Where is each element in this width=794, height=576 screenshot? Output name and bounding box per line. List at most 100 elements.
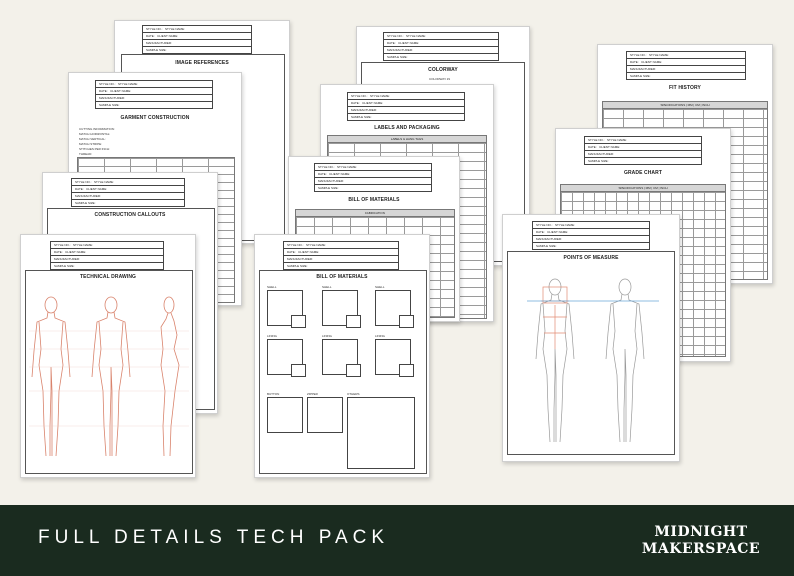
header-row: STYLE NO.: STYLE NAME: [348, 93, 464, 100]
info-line: MATCH HORIZONTAL: [79, 132, 111, 136]
page-title: GRADE CHART [623, 170, 663, 176]
header-row: MANUFACTURER: [585, 151, 701, 158]
header-row: MANUFACTURER: [533, 236, 649, 243]
swatch-box [322, 339, 358, 375]
brand-logo: MIDNIGHT MAKERSPACE [636, 524, 766, 558]
header-row: STYLE NO.: STYLE NAME: [533, 222, 649, 229]
logo-line-2: MAKERSPACE [641, 541, 761, 557]
info-line: CUTTING INFORMATION: [79, 127, 115, 131]
swatch-box [307, 397, 343, 433]
swatch-box [267, 397, 303, 433]
header-row: STYLE NO.: STYLE NAME: [315, 164, 431, 171]
header-row: SAMPLE SIZE: [318, 186, 339, 190]
header-row: DATE: CLIENT NAME: [143, 33, 251, 40]
header-row: DATE: CLIENT NAME: [348, 100, 464, 107]
page-header-table: STYLE NO.: STYLE NAME: DATE: CLIENT NAME… [283, 241, 399, 270]
header-row: SAMPLE SIZE: [536, 244, 557, 248]
swatch-label: BUTTON [267, 392, 280, 396]
page-header-table: STYLE NO.: STYLE NAME: DATE: CLIENT NAME… [314, 163, 432, 192]
swatch-box [375, 339, 411, 375]
page-title: POINTS OF MEASURE [563, 255, 619, 261]
header-row: STYLE NO.: STYLE NAME: [585, 137, 701, 144]
swatch-detail-box [399, 364, 414, 377]
header-row: MANUFACTURER: [143, 40, 251, 47]
header-row: DATE: CLIENT NAME: [284, 249, 398, 256]
header-row: SAMPLE SIZE: [387, 55, 408, 59]
header-row: DATE: CLIENT NAME: [585, 144, 701, 151]
swatches-frame [259, 270, 427, 474]
swatch-label: LINING [375, 334, 386, 338]
header-row: MANUFACTURER: [315, 178, 431, 185]
page-header-table: STYLE NO.: STYLE NAME: DATE: CLIENT NAME… [626, 51, 746, 80]
croquis-figures-icon [29, 296, 189, 457]
header-row: STYLE NO.: STYLE NAME: [627, 52, 745, 59]
page-header-table: STYLE NO.: STYLE NAME: DATE: CLIENT NAME… [71, 178, 185, 207]
swatch-label: LINING [322, 334, 333, 338]
banner-title: FULL DETAILS TECH PACK [38, 527, 390, 548]
header-row: MANUFACTURER: [284, 256, 398, 263]
info-line: THREAD: [79, 152, 93, 156]
header-row: MANUFACTURER: [384, 47, 498, 54]
swatch-detail-box [346, 364, 361, 377]
logo-line-1: MIDNIGHT [654, 524, 748, 540]
swatch-box [375, 290, 411, 326]
header-row: SAMPLE SIZE: [630, 74, 651, 78]
page-title: FIT HISTORY [669, 85, 701, 91]
page-title: GARMENT CONSTRUCTION [120, 115, 190, 121]
swatch-box [347, 397, 415, 469]
header-row: SAMPLE SIZE: [351, 115, 372, 119]
page-header-table: STYLE NO.: STYLE NAME: DATE: CLIENT NAME… [95, 80, 213, 109]
header-row: STYLE NO.: STYLE NAME: [96, 81, 212, 88]
header-row: DATE: CLIENT NAME: [72, 186, 184, 193]
header-row: STYLE NO.: STYLE NAME: [51, 242, 163, 249]
swatch-label: LINING [267, 334, 278, 338]
swatch-label: OTHERS [347, 392, 360, 396]
header-row: SAMPLE SIZE: [54, 264, 75, 268]
page-header-table: STYLE NO.: STYLE NAME: DATE: CLIENT NAME… [584, 136, 702, 165]
page-title: COLORWAY [428, 67, 458, 73]
swatch-label: SHELL [322, 285, 332, 289]
header-row: DATE: CLIENT NAME: [51, 249, 163, 256]
swatch-label: SHELL [375, 285, 385, 289]
header-row: SAMPLE SIZE: [287, 264, 308, 268]
swatch-box [267, 339, 303, 375]
bottom-banner [0, 505, 794, 576]
header-row: STYLE NO.: STYLE NAME: [284, 242, 398, 249]
header-row: MANUFACTURER: [51, 256, 163, 263]
swatch-label: ZIPPER [307, 392, 318, 396]
header-row: SAMPLE SIZE: [75, 201, 96, 205]
page-title: BILL OF MATERIALS [316, 274, 368, 280]
drawing-frame [25, 270, 193, 474]
header-row: MANUFACTURER: [96, 95, 212, 102]
info-line: MATCH VERTICAL: [79, 137, 106, 141]
header-row: MANUFACTURER: [348, 107, 464, 114]
swatch-detail-box [399, 315, 414, 328]
page-points-of-measure: STYLE NO.: STYLE NAME: DATE: CLIENT NAME… [502, 214, 680, 462]
swatch-label: SHELL [267, 285, 277, 289]
header-row: DATE: CLIENT NAME: [533, 229, 649, 236]
colorway-subtitle: COLORWAY #1 [429, 77, 451, 81]
info-line: STITCHES PER INCH: [79, 147, 110, 151]
header-row: STYLE NO.: STYLE NAME: [384, 33, 498, 40]
page-header-table: STYLE NO.: STYLE NAME: DATE: CLIENT NAME… [347, 92, 465, 121]
header-row: STYLE NO.: STYLE NAME: [143, 26, 251, 33]
page-title: IMAGE REFERENCES [175, 60, 229, 66]
page-header-table: STYLE NO.: STYLE NAME: DATE: CLIENT NAME… [532, 221, 650, 250]
page-title: TECHNICAL DRAWING [79, 274, 137, 280]
header-row: DATE: CLIENT NAME: [315, 171, 431, 178]
page-technical-drawing: STYLE NO.: STYLE NAME: DATE: CLIENT NAME… [20, 234, 196, 478]
page-header-table: STYLE NO.: STYLE NAME: DATE: CLIENT NAME… [142, 25, 252, 54]
swatch-box [322, 290, 358, 326]
header-row: SAMPLE SIZE: [588, 159, 609, 163]
page-title: CONSTRUCTION CALLOUTS [94, 212, 166, 218]
page-bill-of-materials-swatches: STYLE NO.: STYLE NAME: DATE: CLIENT NAME… [254, 234, 430, 478]
header-row: DATE: CLIENT NAME: [627, 59, 745, 66]
header-row: DATE: CLIENT NAME: [384, 40, 498, 47]
swatch-detail-box [291, 364, 306, 377]
swatch-detail-box [291, 315, 306, 328]
page-title: LABELS AND PACKAGING [374, 125, 440, 131]
header-row: MANUFACTURER: [627, 66, 745, 73]
measure-figures-icon [527, 278, 659, 443]
info-line: MATCH STRIPE: [79, 142, 102, 146]
swatch-detail-box [346, 315, 361, 328]
